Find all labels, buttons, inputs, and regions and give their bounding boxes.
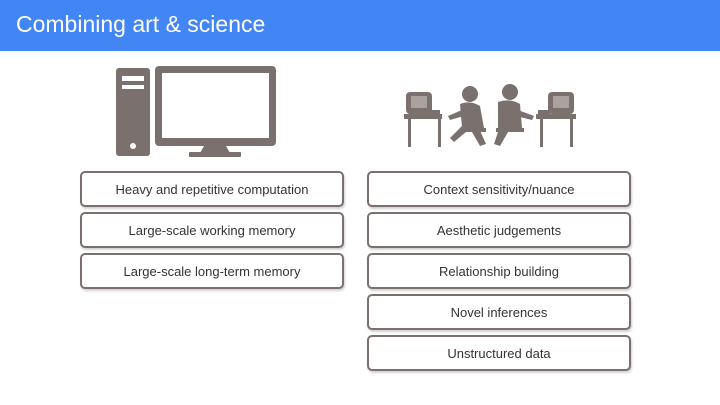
human-strength-box: Aesthetic judgements — [367, 212, 631, 248]
human-strength-box: Context sensitivity/nuance — [367, 171, 631, 207]
human-strength-label: Novel inferences — [450, 304, 548, 320]
human-strength-label: Aesthetic judgements — [436, 222, 562, 238]
people-at-computers-icon — [404, 84, 576, 147]
human-strength-box: Unstructured data — [367, 335, 631, 371]
human-strength-box: Novel inferences — [367, 294, 631, 330]
computer-strength-label: Heavy and repetitive computation — [115, 181, 309, 197]
computer-strength-box: Heavy and repetitive computation — [80, 171, 344, 207]
human-strength-label: Unstructured data — [447, 345, 551, 361]
title-bar: Combining art & science — [0, 0, 720, 51]
slide-title: Combining art & science — [16, 11, 266, 37]
human-strength-box: Relationship building — [367, 253, 631, 289]
computer-strength-label: Large-scale long-term memory — [123, 263, 301, 279]
human-strength-label: Relationship building — [439, 263, 559, 279]
desktop-computer-icon — [116, 66, 276, 157]
human-strength-label: Context sensitivity/nuance — [423, 181, 575, 197]
computer-strength-label: Large-scale working memory — [128, 222, 296, 238]
computer-strength-box: Large-scale long-term memory — [80, 253, 344, 289]
computer-strength-box: Large-scale working memory — [80, 212, 344, 248]
